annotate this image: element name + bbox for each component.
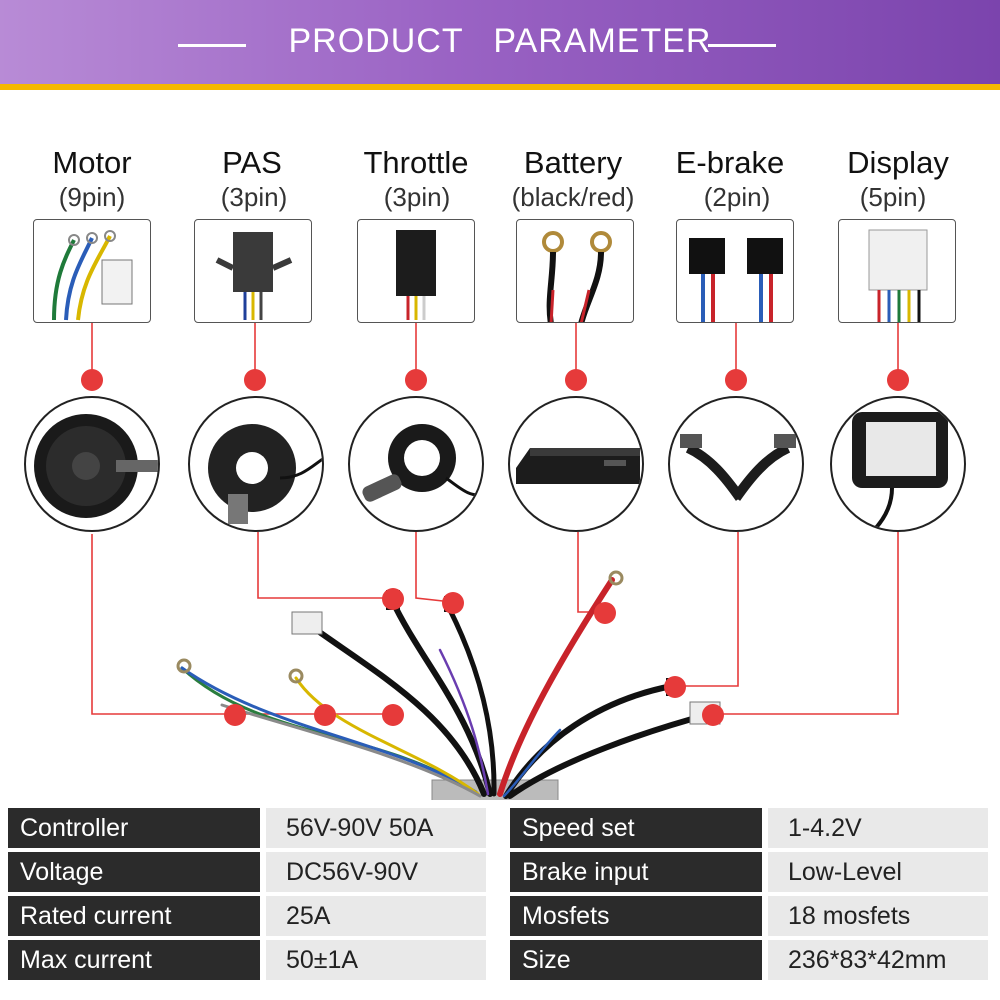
brake-lever-icon: [680, 434, 796, 501]
ebrake-photo: [668, 396, 804, 532]
battery-photo: [508, 396, 644, 532]
motor-wire-junction-dot: [224, 704, 246, 726]
battery-connector-icon: [542, 231, 612, 322]
spec-key: Speed set: [510, 808, 762, 848]
pas-connector-icon: [215, 232, 293, 320]
pas-connector-box: [194, 219, 312, 323]
ebrake-label: E-brake: [675, 145, 785, 180]
spec-key: Rated current: [8, 896, 260, 936]
motor-connector-icon: [52, 230, 133, 321]
spec-table: Controller 56V-90V 50A Voltage DC56V-90V…: [0, 808, 1000, 998]
spec-key: Mosfets: [510, 896, 762, 936]
pas-wire-junction-dot: [382, 588, 404, 610]
wiring-diagram: Motor (9pin) PAS (3pin): [0, 90, 1000, 800]
spec-key: Max current: [8, 940, 260, 980]
ebrake-pin-count: (2pin): [703, 182, 771, 212]
display-node-dot: [887, 369, 909, 391]
display-wire-junction-dot: [702, 704, 724, 726]
battery-pin-count: (black/red): [511, 182, 635, 212]
motor-label: Motor: [52, 145, 132, 180]
motor-photo: [24, 396, 160, 532]
spec-value: 1-4.2V: [768, 808, 988, 848]
throttle-photo: [348, 396, 484, 532]
ebrake-connector-icon: [689, 238, 783, 322]
spec-value: 25A: [266, 896, 486, 936]
spec-value: 236*83*42mm: [768, 940, 988, 980]
header-right-rule: [708, 44, 776, 47]
display-pin-count: (5pin): [859, 182, 927, 212]
ebrake-connector-box: [676, 219, 794, 323]
pas-label: PAS: [222, 145, 282, 180]
motor-wire-junction-dot: [314, 704, 336, 726]
throttle-wire-junction-dot: [442, 592, 464, 614]
header-accent-stripe: [0, 84, 1000, 90]
battery-wire-junction-dot: [594, 602, 616, 624]
throttle-connector-icon: [396, 230, 436, 320]
throttle-pin-count: (3pin): [383, 182, 451, 212]
motor-pin-count: (9pin): [58, 182, 126, 212]
pas-photo: [188, 396, 324, 532]
pas-sensor-icon: [208, 424, 322, 524]
thumb-throttle-icon: [362, 424, 482, 502]
spec-value: 50±1A: [266, 940, 486, 980]
battery-connector-box: [516, 219, 634, 323]
spec-key: Voltage: [8, 852, 260, 892]
battery-pack-icon: [516, 448, 640, 484]
motor-connector-box: [33, 219, 151, 323]
lcd-display-icon: [852, 412, 948, 530]
throttle-connector-box: [357, 219, 475, 323]
header-banner: [0, 0, 1000, 84]
header-left-rule: [178, 44, 246, 47]
spec-value: DC56V-90V: [266, 852, 486, 892]
ebrake-node-dot: [725, 369, 747, 391]
spec-value: 56V-90V 50A: [266, 808, 486, 848]
motor-node-dot: [81, 369, 103, 391]
battery-node-dot: [565, 369, 587, 391]
ebrake-wire-junction-dot: [664, 676, 686, 698]
display-photo: [830, 396, 966, 532]
spec-value: 18 mosfets: [768, 896, 988, 936]
page-title: PRODUCT PARAMETER: [288, 22, 712, 60]
motor-hub-icon: [34, 414, 158, 518]
spec-key: Controller: [8, 808, 260, 848]
spec-value: Low-Level: [768, 852, 988, 892]
motor-wire-junction-dot: [382, 704, 404, 726]
throttle-node-dot: [405, 369, 427, 391]
throttle-label: Throttle: [363, 145, 469, 180]
battery-label: Battery: [523, 145, 623, 180]
pas-pin-count: (3pin): [220, 182, 288, 212]
display-connector-box: [838, 219, 956, 323]
display-connector-icon: [868, 229, 928, 322]
pas-node-dot: [244, 369, 266, 391]
spec-key: Brake input: [510, 852, 762, 892]
display-label: Display: [847, 145, 949, 180]
spec-key: Size: [510, 940, 762, 980]
